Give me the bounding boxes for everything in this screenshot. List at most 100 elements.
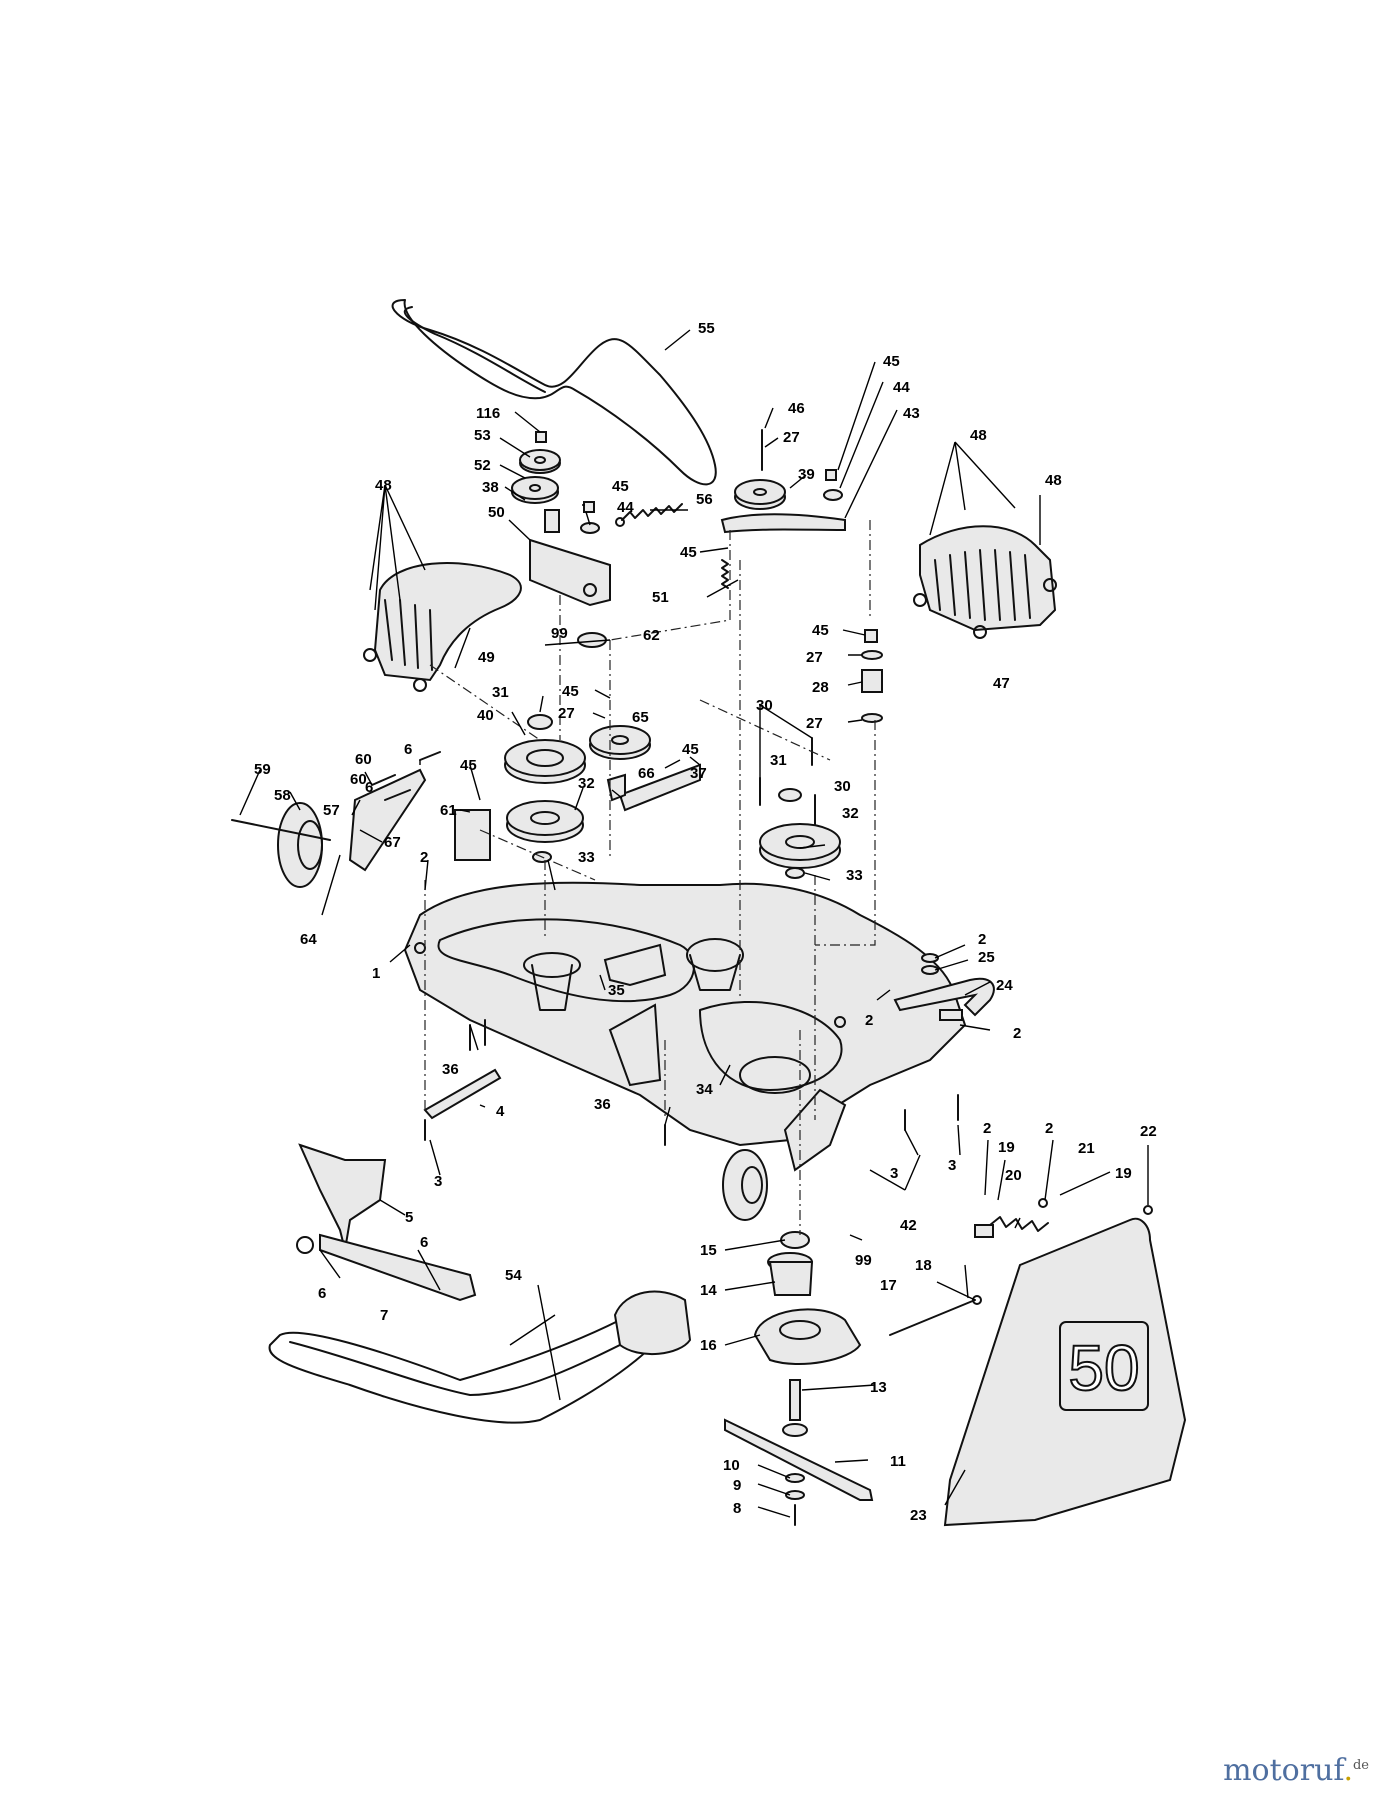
callout-5: 5 [405,1209,413,1226]
bracket-61 [454,809,491,861]
callout-48-b: 48 [970,427,987,444]
nut-116 [535,431,547,443]
axle-bolt-59 [231,819,331,841]
callout-24: 24 [996,977,1013,994]
watermark-logo: motoruf.de [1223,1753,1369,1788]
callout-31-a: 31 [492,684,509,701]
callout-21: 21 [1078,1140,1095,1157]
idler-pulley-52 [511,476,559,504]
callout-2-f: 2 [1045,1120,1053,1137]
callout-3-c: 3 [948,1157,956,1174]
discharge-chute-23 [943,1217,1187,1527]
callout-27-a: 27 [783,429,800,446]
callout-33-a: 33 [578,849,595,866]
callout-27-c: 27 [806,715,823,732]
callout-64: 64 [300,931,317,948]
idler-bracket-50 [529,509,611,607]
callout-6-a: 6 [404,741,412,758]
callout-28: 28 [812,679,829,696]
shaft-13 [782,1379,808,1437]
washers-10-9-bolt-8 [785,1473,805,1526]
spring-56 [615,503,683,527]
callout-23: 23 [910,1507,927,1524]
spindle-housing-left [523,952,581,1011]
callout-6-d: 6 [318,1285,326,1302]
bracket-66 [606,773,626,802]
spindle-housing-right [686,938,744,991]
callout-43: 43 [903,405,920,422]
callout-58: 58 [274,787,291,804]
spindle-pulley-32-left [506,800,584,843]
callout-25: 25 [978,949,995,966]
callout-6-c: 6 [420,1234,428,1251]
belt-cover-left-49 [363,562,522,692]
callout-6-b: 6 [365,779,373,796]
nut-45-right [825,469,837,481]
callout-labels: 55 116 53 52 38 50 45 44 56 46 27 39 45 … [254,320,1157,1524]
callout-36-b: 36 [594,1096,611,1113]
callout-51: 51 [652,589,669,606]
callout-4: 4 [496,1103,505,1120]
callout-99-b: 99 [855,1252,872,1269]
watermark-suffix: de [1352,1758,1369,1773]
callout-49: 49 [478,649,495,666]
callout-7: 7 [380,1307,388,1324]
callout-17: 17 [880,1277,897,1294]
bracket-5 [298,1143,387,1251]
callout-45-f: 45 [682,741,699,758]
callout-45-b: 45 [883,353,900,370]
hardware-18-21-22 [972,1198,1153,1305]
callout-54: 54 [505,1267,522,1284]
callout-2-a: 2 [420,849,428,866]
callout-15: 15 [700,1242,717,1259]
callout-46: 46 [788,400,805,417]
spindle-pulley-40 [504,739,586,784]
callout-65: 65 [632,709,649,726]
callout-11: 11 [890,1453,906,1470]
drive-belt-54 [268,1309,674,1424]
callout-42: 42 [900,1217,917,1234]
callout-8: 8 [733,1500,741,1517]
callout-50: 50 [488,504,505,521]
callout-62: 62 [643,627,660,644]
callout-16: 16 [700,1337,717,1354]
callout-45-a: 45 [612,478,629,495]
nut-45-left [583,501,595,513]
nut-31-right [778,788,802,802]
callout-13: 13 [870,1379,887,1396]
spring-51 [721,559,729,589]
link-4 [423,1068,502,1120]
callout-44-b: 44 [893,379,910,396]
spacer-44-right [823,489,843,501]
alignment-lines [424,520,876,1235]
spring-20 [974,1216,1049,1238]
callout-52: 52 [474,457,491,474]
bolt-washer-2-25 [921,953,939,975]
callout-45-e: 45 [562,683,579,700]
callout-1: 1 [372,965,380,982]
bracket-37 [618,763,701,812]
leader-lines [239,329,1149,1518]
idler-pulley-39 [734,479,786,510]
callout-40: 40 [477,707,494,724]
deck-wheel-front [722,1149,768,1221]
spindle-pulley-32-right [759,823,841,869]
bracket-35 [603,943,667,987]
callout-38: 38 [482,479,499,496]
nut-31-center [527,714,553,730]
callout-31-b: 31 [770,752,787,769]
callout-10: 10 [723,1457,740,1474]
washer-33-right [785,867,805,879]
callout-30-b: 30 [834,778,851,795]
callout-48-a: 48 [375,477,392,494]
bolts-3-36 [424,1019,959,1146]
callout-20: 20 [1005,1167,1022,1184]
callout-99-a: 99 [551,625,568,642]
callout-18: 18 [915,1257,932,1274]
spindle-guard-16 [753,1308,862,1366]
callout-60-a: 60 [355,751,372,768]
bolts-30 [759,737,816,826]
callout-32-b: 32 [842,805,859,822]
callout-2-c: 2 [865,1012,873,1029]
idler-pulley-53 [519,449,561,474]
